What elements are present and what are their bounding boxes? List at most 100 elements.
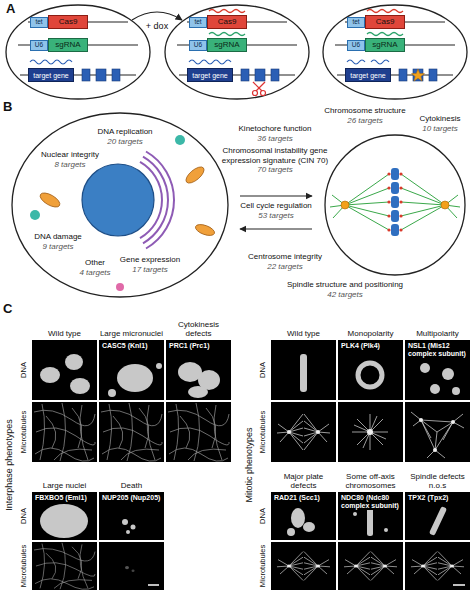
row-label: DNA — [259, 508, 268, 524]
transcript — [30, 60, 72, 64]
spindle — [330, 174, 460, 230]
vesicle — [30, 210, 40, 220]
micrograph-panel: Large nucleiFBXBO5 (Emi1) — [32, 492, 97, 540]
kinetochore — [399, 200, 402, 203]
phenotype-heading: Large micronuclei — [99, 329, 164, 338]
micrograph-panel: Spindle defects n.o.sTPX2 (Tpx2) — [405, 492, 470, 540]
chromosome — [391, 210, 399, 222]
row-label: Microtubules — [259, 545, 268, 588]
dna-stain — [65, 354, 83, 370]
kinetochore — [387, 228, 390, 231]
centrosome — [341, 201, 449, 209]
category-label: Centrosome integrity — [248, 252, 322, 262]
cell-cycle-arrow — [240, 196, 312, 229]
micrograph-ground — [338, 340, 403, 400]
kinetochore — [387, 214, 390, 217]
cell-outline — [323, 5, 467, 99]
exon — [399, 69, 407, 81]
box-text: Cas9 — [59, 18, 78, 26]
category-label: Chromosome structure — [324, 106, 405, 116]
category-label: Cytokinesis — [420, 114, 461, 124]
box-text: sgRNA — [214, 41, 239, 49]
promoter-box: U6 — [30, 40, 48, 51]
micrograph-ground — [32, 492, 97, 540]
transcript — [367, 33, 403, 36]
transcript — [189, 60, 231, 64]
transcript — [367, 10, 403, 13]
target-count: 26 targets — [347, 116, 383, 126]
row-label: DNA — [259, 362, 268, 378]
category-label: Cell cycle regulation — [240, 201, 312, 211]
cell-cycle-arrow — [240, 195, 312, 196]
micrograph-panel: Wild type — [32, 340, 97, 400]
promoter-box: U6 — [347, 40, 365, 51]
endoplasmic-reticulum — [140, 152, 174, 249]
dna-stain — [358, 363, 382, 387]
dna-stain — [126, 530, 130, 534]
transcript — [347, 60, 365, 64]
cas9-gene-box: Cas9 — [365, 15, 405, 29]
dna-stain — [442, 368, 454, 380]
dna-stain — [70, 378, 90, 394]
box-text: tet — [35, 19, 42, 26]
cell-outline — [6, 5, 150, 99]
scissors — [253, 91, 258, 96]
micrograph-panel: MonopolarityPLK4 (Plk4) — [338, 340, 403, 400]
phenotype-heading: Wild type — [271, 329, 336, 338]
row-label: Microtubules — [20, 545, 29, 588]
gene-label: TPX2 (Tpx2) — [407, 494, 449, 502]
category-label: Other — [85, 258, 105, 268]
scissors — [253, 82, 266, 96]
gene-label: NDC80 (Ndc80 complex subunit) — [340, 494, 402, 510]
nucleus — [82, 164, 154, 236]
scale-bar — [148, 584, 159, 586]
kinetochore — [387, 186, 390, 189]
dna-stain — [117, 364, 153, 392]
gene-label: CASC5 (Knl1) — [101, 342, 149, 350]
box-text: sgRNA — [372, 41, 397, 49]
target-count: 53 targets — [258, 211, 294, 221]
transcript — [209, 33, 245, 36]
interphase-cell — [12, 113, 228, 297]
microtubule-stain — [32, 542, 97, 590]
micrograph-ground — [166, 340, 231, 400]
dna-stain — [291, 508, 305, 528]
phenotype-heading: Wild type — [32, 329, 97, 338]
panel-letter: A — [6, 1, 15, 16]
kinetochore — [399, 172, 402, 175]
transcript — [371, 60, 389, 64]
micrograph-panel: Some off-axis chromosomesNDC80 (Ndc80 co… — [338, 492, 403, 540]
dna-stain — [452, 387, 460, 395]
micrograph-ground — [338, 492, 403, 540]
microtubule-stain — [405, 542, 470, 590]
box-text: U6 — [352, 42, 360, 49]
scissors — [253, 82, 262, 91]
phenotype-heading: Spindle defects n.o.s — [405, 472, 470, 490]
target-count: 4 targets — [79, 268, 110, 278]
mitochondrion — [38, 190, 62, 210]
dna-stain — [303, 522, 315, 532]
exon — [112, 69, 120, 81]
box-text: U6 — [35, 42, 43, 49]
promoter-box: tet — [30, 17, 48, 28]
microtubule-stain — [338, 542, 403, 590]
endoplasmic-reticulum — [146, 152, 174, 249]
row-label: Microtubules — [20, 411, 29, 454]
cell-cycle-arrow — [240, 228, 312, 229]
promoter-box: U6 — [189, 40, 207, 51]
cas9-gene-box: Cas9 — [207, 15, 247, 29]
microtubule-stain — [99, 402, 164, 462]
induction-arrow — [132, 12, 182, 20]
sgrna-gene-box: sgRNA — [365, 38, 405, 52]
mutation-star — [412, 69, 425, 81]
target-count: 20 targets — [107, 137, 143, 147]
sgrna-gene-box: sgRNA — [207, 38, 247, 52]
category-label: Spindle structure and positioning — [287, 280, 403, 290]
micrograph-ground — [32, 340, 470, 540]
dna-stain — [122, 519, 128, 525]
category-label: DNA replication — [97, 127, 152, 137]
exon — [82, 69, 437, 81]
microtubule-stain — [32, 402, 470, 590]
centrosome — [341, 201, 349, 209]
